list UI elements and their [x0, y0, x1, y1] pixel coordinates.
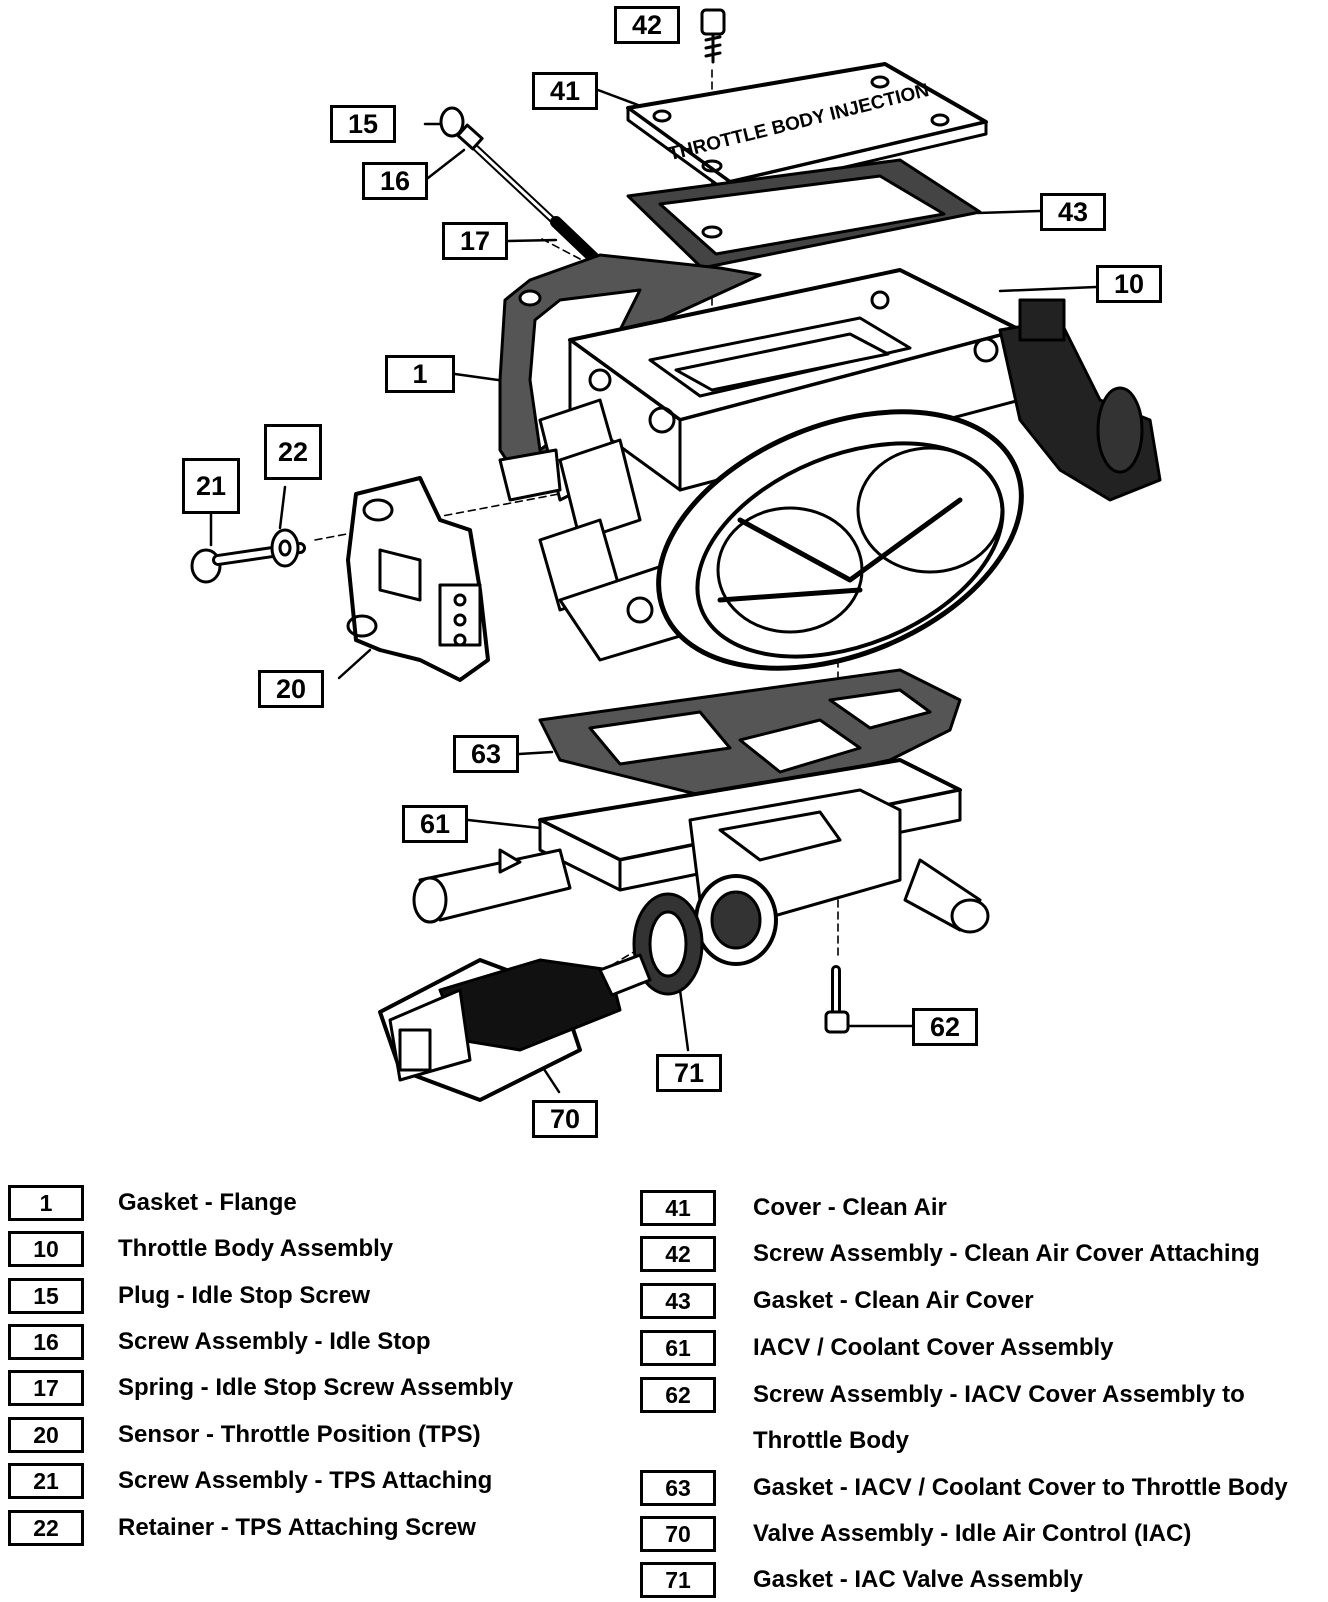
legend-description: Gasket - IAC Valve Assembly — [753, 1566, 1083, 1593]
callout-43: 43 — [1040, 193, 1106, 231]
callout-16: 16 — [362, 162, 428, 200]
tps-screw-parts — [190, 528, 306, 584]
callout-61: 61 — [402, 805, 468, 843]
exploded-view-diagram: THROTTLE BODY INJECTION — [182, 6, 1162, 1138]
idle-stop-parts — [439, 106, 604, 268]
legend-description: Spring - Idle Stop Screw Assembly — [118, 1374, 514, 1401]
gasket-43-part — [626, 158, 982, 270]
callout-1: 1 — [385, 355, 455, 393]
callout-17: 17 — [442, 222, 508, 260]
legend-number: 22 — [8, 1510, 84, 1546]
gasket-71-part — [632, 892, 704, 996]
legend-description: Plug - Idle Stop Screw — [118, 1282, 371, 1309]
callout-42: 42 — [614, 6, 680, 44]
legend-number: 61 — [640, 1330, 716, 1366]
iac-valve-70-part — [378, 953, 652, 1102]
callout-41: 41 — [532, 72, 598, 110]
legend-number: 17 — [8, 1370, 84, 1406]
legend-description: Screw Assembly - Idle Stop — [118, 1328, 431, 1355]
legend-description: Screw Assembly - IACV Cover Assembly to — [753, 1381, 1245, 1408]
callout-63: 63 — [453, 735, 519, 773]
legend-number: 16 — [8, 1324, 84, 1360]
callout-70: 70 — [532, 1100, 598, 1138]
legend-description: Throttle Body Assembly — [118, 1235, 394, 1262]
legend-number: 42 — [640, 1236, 716, 1272]
legend-number: 63 — [640, 1470, 716, 1506]
legend-description: Cover - Clean Air — [753, 1194, 947, 1221]
legend-number: 62 — [640, 1377, 716, 1413]
parts-illustration: THROTTLE BODY INJECTION — [190, 8, 1162, 1102]
legend-description: Screw Assembly - Clean Air Cover Attachi… — [753, 1240, 1260, 1267]
legend-number: 20 — [8, 1417, 84, 1453]
screw-42-part — [700, 8, 726, 64]
legend-number: 21 — [8, 1463, 84, 1499]
legend-description: Sensor - Throttle Position (TPS) — [118, 1421, 481, 1448]
cover-41-part: THROTTLE BODY INJECTION — [626, 62, 988, 196]
callout-62: 62 — [912, 1008, 978, 1046]
legend-number: 15 — [8, 1278, 84, 1314]
callout-21: 21 — [182, 458, 240, 514]
coolant-cover-61-part — [412, 758, 990, 966]
screw-62-part — [824, 965, 850, 1034]
leader-lines — [209, 88, 1098, 1094]
callout-15: 15 — [330, 105, 396, 143]
tps-sensor-20-part — [346, 476, 490, 682]
legend-description: IACV / Coolant Cover Assembly — [753, 1334, 1114, 1361]
callout-10: 10 — [1096, 265, 1162, 303]
legend-description-continued: Throttle Body — [753, 1427, 909, 1454]
callout-20: 20 — [258, 670, 324, 708]
legend-description: Gasket - Flange — [118, 1189, 297, 1216]
legend-number: 71 — [640, 1562, 716, 1598]
throttle-body-10-part — [498, 268, 1162, 671]
legend-description: Valve Assembly - Idle Air Control (IAC) — [753, 1520, 1192, 1547]
callout-22: 22 — [264, 424, 322, 480]
legend-number: 10 — [8, 1231, 84, 1267]
legend-description: Retainer - TPS Attaching Screw — [118, 1514, 476, 1541]
legend-description: Gasket - Clean Air Cover — [753, 1287, 1034, 1314]
legend-number: 41 — [640, 1190, 716, 1226]
legend-number: 70 — [640, 1516, 716, 1552]
legend-description: Gasket - IACV / Coolant Cover to Throttl… — [753, 1474, 1288, 1501]
legend-description: Screw Assembly - TPS Attaching — [118, 1467, 493, 1494]
callout-71: 71 — [656, 1054, 722, 1092]
legend-number: 1 — [8, 1185, 84, 1221]
legend-number: 43 — [640, 1283, 716, 1319]
